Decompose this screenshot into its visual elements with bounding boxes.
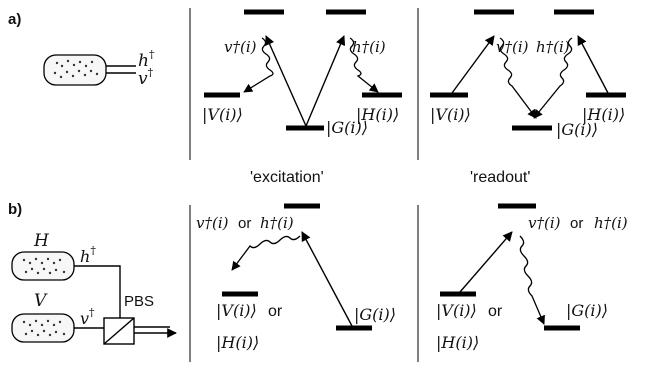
cell-h-label: H	[33, 231, 50, 251]
b-wavy-emission	[231, 235, 301, 271]
caption-excitation: 'excitation'	[250, 169, 324, 186]
cell-v-label: V	[34, 291, 48, 311]
pbs-cube	[103, 317, 135, 345]
h-ket-label: |H(i)⟩	[356, 105, 399, 124]
v-beam-label: v†	[80, 306, 95, 328]
wavy-readout-1	[499, 37, 537, 119]
b-g-ket: |G(i)⟩	[354, 305, 396, 324]
panel-label-b: b)	[8, 201, 22, 218]
pbs-label: PBS	[124, 293, 154, 310]
arrow-g-to-e2	[305, 35, 346, 127]
br-arrow-v-to-e	[459, 231, 513, 293]
br-or-1: or	[570, 215, 583, 232]
arrow-h-to-e2	[577, 35, 609, 94]
readout-v-ket-label: |V(i)⟩	[430, 105, 471, 124]
br-v-i-dagger: v†(i)	[528, 214, 561, 232]
b-or-2: or	[268, 303, 283, 320]
h-i-dagger-label: h†(i)	[352, 38, 386, 56]
panel-b-excitation: v†(i) or h†(i) |V(i)⟩ or |H(i)⟩ |G(i)⟩	[196, 203, 396, 352]
h-beam-path	[74, 265, 121, 318]
br-wavy-emission	[519, 235, 545, 325]
br-v-ket: |V(i)⟩	[436, 301, 477, 320]
br-h-i-dagger: h†(i)	[594, 214, 628, 232]
h-beam-label: h†	[80, 244, 96, 266]
b-or-1: or	[238, 215, 251, 232]
b-v-i-dagger: v†(i)	[196, 214, 229, 232]
ensemble-cell-v	[11, 313, 75, 343]
panel-label-a: a)	[8, 11, 21, 28]
readout-h-i-dagger-label: h†(i)	[536, 38, 570, 56]
wavy-readout-2	[533, 37, 573, 119]
excitation-diagram: |V(i)⟩ |H(i)⟩ |G(i)⟩ v†(i) h†(i)	[202, 9, 402, 137]
br-h-ket: |H(i)⟩	[436, 333, 479, 352]
wavy-h-emission	[349, 37, 379, 93]
readout-diagram: |V(i)⟩ |H(i)⟩ |G(i)⟩ v†(i) h†(i)	[430, 9, 626, 139]
b-arrow-g-to-e	[301, 231, 353, 327]
b-h-ket: |H(i)⟩	[216, 333, 259, 352]
readout-v-i-dagger-label: v†(i)	[496, 38, 529, 56]
br-or-2: or	[488, 303, 503, 320]
arrow-g-to-e1	[265, 35, 307, 127]
v-i-dagger-label: v†(i)	[224, 38, 257, 56]
g-ket-label: |G(i)⟩	[326, 118, 368, 137]
ensemble-cell-a	[43, 54, 107, 86]
v-ket-label: |V(i)⟩	[202, 105, 243, 124]
readout-h-ket-label: |H(i)⟩	[582, 105, 625, 124]
ensemble-cell-h	[11, 251, 75, 281]
caption-readout: 'readout'	[470, 169, 530, 186]
h-dagger-label: h†	[138, 48, 155, 71]
b-v-ket: |V(i)⟩	[216, 301, 257, 320]
readout-g-ket-label: |G(i)⟩	[556, 120, 598, 139]
b-h-i-dagger: h†(i)	[260, 214, 294, 232]
v-dagger-label: v†	[138, 66, 154, 89]
wavy-v-emission	[243, 37, 274, 93]
panel-b-readout: v†(i) or h†(i) |V(i)⟩ or |H(i)⟩ |G(i)⟩	[436, 203, 628, 352]
br-g-ket: |G(i)⟩	[566, 301, 608, 320]
arrow-v-to-e1	[451, 35, 495, 94]
